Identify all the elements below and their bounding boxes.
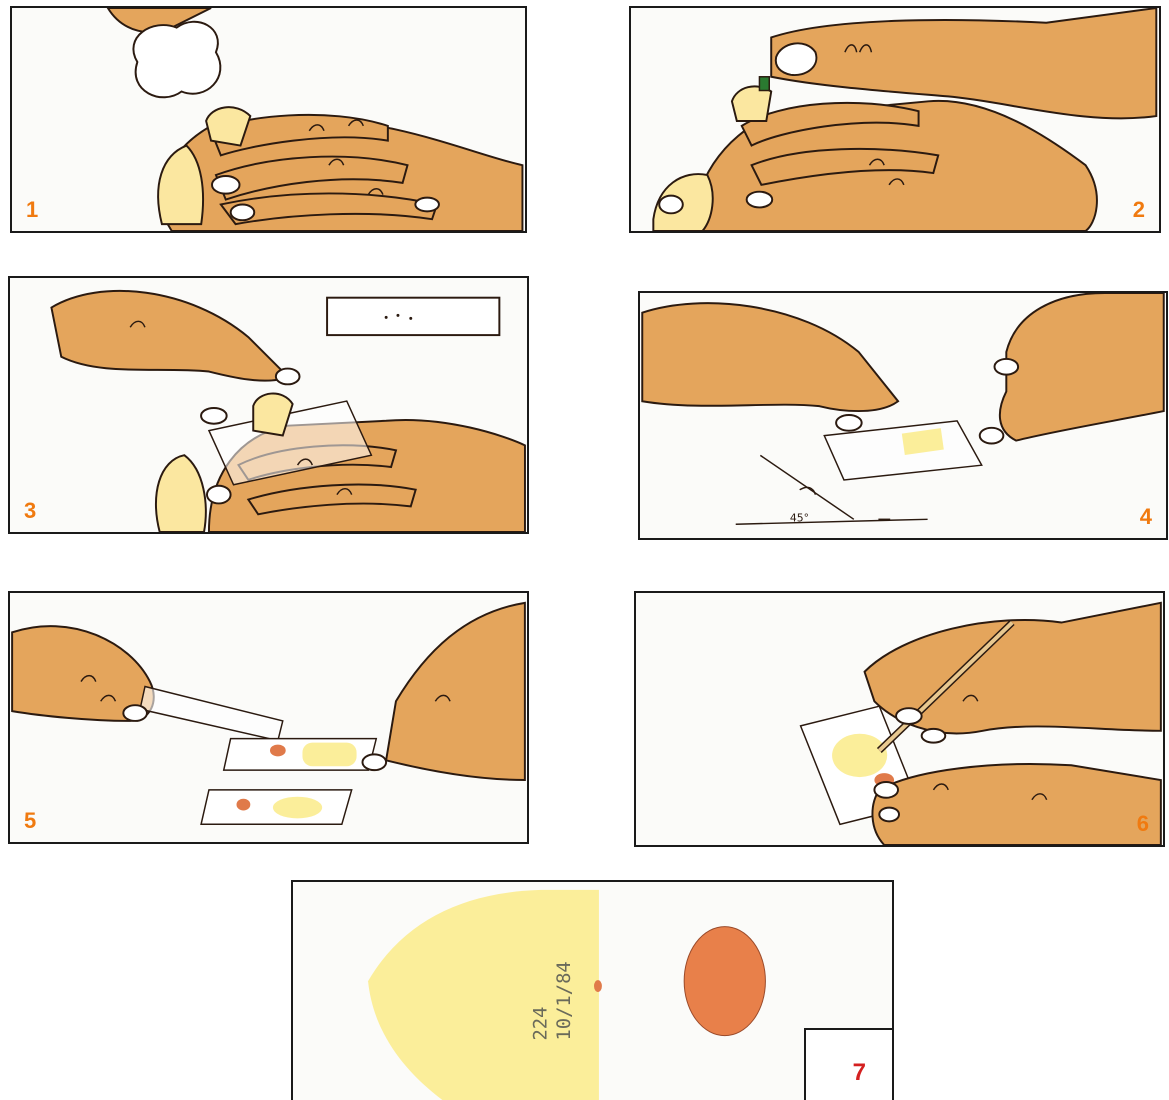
step-2-panel: 2 <box>629 6 1161 233</box>
step-1-panel: 1 <box>10 6 527 233</box>
step-6-panel: 6 <box>634 591 1165 847</box>
step-7-number: 7 <box>853 1062 866 1084</box>
step-2-illustration <box>631 8 1159 231</box>
step-6-illustration <box>636 593 1163 845</box>
step-7-illustration: 224 10/1/84 <box>293 882 892 1100</box>
step-7-number-box <box>804 1028 892 1100</box>
slide-label-date: 10/1/84 <box>554 961 575 1040</box>
step-2-number: 2 <box>1133 199 1145 221</box>
step-4-illustration: 45° <box>640 293 1166 538</box>
slide-label-number: 224 <box>530 1007 551 1041</box>
step-3-number: 3 <box>24 500 36 522</box>
step-3-panel: 3 <box>8 276 529 534</box>
step-1-number: 1 <box>26 199 38 221</box>
step-7-panel: 224 10/1/84 7 <box>291 880 894 1100</box>
step-1-illustration <box>12 8 525 231</box>
step-5-illustration <box>10 593 527 842</box>
step-6-number: 6 <box>1137 813 1149 835</box>
step-4-panel: 45° 4 <box>638 291 1168 540</box>
step-4-number: 4 <box>1140 506 1152 528</box>
step-5-number: 5 <box>24 810 36 832</box>
step-3-illustration <box>10 278 527 532</box>
angle-label: 45° <box>790 511 809 524</box>
step-5-panel: 5 <box>8 591 529 844</box>
